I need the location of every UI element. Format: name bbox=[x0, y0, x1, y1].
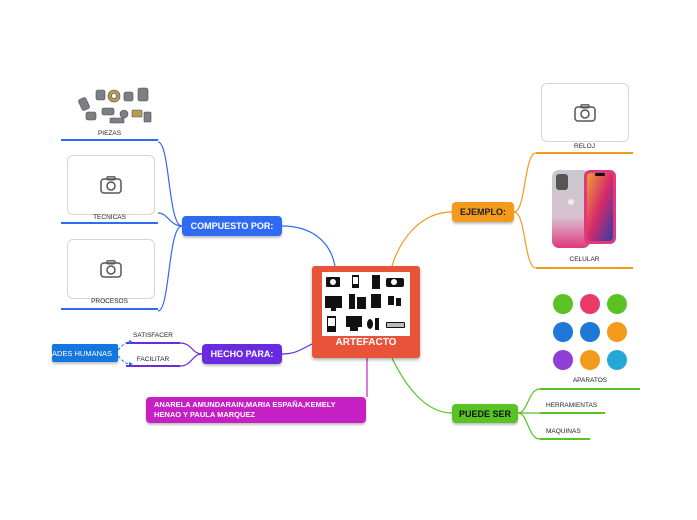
connector-satisfacer bbox=[179, 342, 203, 355]
image-placeholder-reloj bbox=[541, 83, 629, 142]
connector-aparatos bbox=[517, 388, 541, 414]
dashed-arrowhead-1 bbox=[129, 340, 133, 344]
connector-celular bbox=[513, 211, 537, 269]
camera-icon bbox=[100, 260, 122, 278]
topic-hecho-label: HECHO PARA: bbox=[210, 349, 274, 359]
dashed-link-facilitar bbox=[117, 355, 130, 365]
connector-hecho bbox=[281, 343, 313, 355]
camera-icon bbox=[574, 103, 596, 122]
appliance-icon-5 bbox=[580, 322, 600, 342]
leaf-tecnicas[interactable]: TECNICAS bbox=[93, 214, 126, 221]
topic-hecho[interactable]: HECHO PARA: bbox=[202, 344, 282, 364]
floating-topic-label: ADES HUMANAS bbox=[52, 348, 113, 358]
leaf-aparatos[interactable]: APARATOS bbox=[572, 377, 608, 384]
topic-compuesto-label: COMPUESTO POR: bbox=[190, 221, 274, 231]
leaf-maquinas[interactable]: MAQUINAS bbox=[546, 428, 581, 435]
leaf-herramientas[interactable]: HERRAMIENTAS bbox=[546, 402, 598, 409]
mechanical-parts-image bbox=[74, 84, 158, 130]
central-topic[interactable]: ARTEFACTO bbox=[312, 266, 420, 358]
connector-tecnicas bbox=[157, 212, 183, 227]
connector-facilitar bbox=[179, 353, 203, 367]
leaf-satisfacer[interactable]: SATISFACER bbox=[133, 332, 173, 339]
leaf-piezas[interactable]: PIEZAS bbox=[97, 130, 122, 137]
camera-icon bbox=[100, 176, 122, 194]
appliance-icon-7 bbox=[553, 350, 573, 370]
appliance-icon-2 bbox=[580, 294, 600, 314]
leaf-procesos[interactable]: PROCESOS bbox=[91, 298, 128, 305]
connector-piezas bbox=[157, 141, 183, 227]
smartphone-image bbox=[548, 168, 620, 250]
connector-puede bbox=[391, 357, 453, 414]
topic-ejemplo-label: EJEMPLO: bbox=[459, 207, 506, 217]
connector-ejemplo bbox=[391, 211, 453, 267]
appliance-icon-3 bbox=[607, 294, 627, 314]
appliance-icons-grid bbox=[549, 292, 633, 374]
appliance-icon-6 bbox=[607, 322, 627, 342]
appliance-icon-1 bbox=[553, 294, 573, 314]
appliance-icon-4 bbox=[553, 322, 573, 342]
authors-topic[interactable]: ANARELA AMUNDARAIN,MARIA ESPAÑA,KEMELY H… bbox=[146, 397, 366, 423]
floating-topic-necesidades[interactable]: ADES HUMANAS bbox=[52, 344, 118, 362]
topic-puede[interactable]: PUEDE SER bbox=[452, 404, 518, 423]
topic-ejemplo[interactable]: EJEMPLO: bbox=[452, 202, 514, 222]
connector-maquinas bbox=[517, 412, 541, 440]
image-placeholder-procesos bbox=[67, 239, 155, 299]
authors-label: ANARELA AMUNDARAIN,MARIA ESPAÑA,KEMELY H… bbox=[154, 400, 336, 419]
dashed-arrowhead-2 bbox=[129, 362, 133, 366]
electronic-devices-image bbox=[322, 272, 410, 336]
topic-compuesto[interactable]: COMPUESTO POR: bbox=[182, 216, 282, 236]
connector-compuesto bbox=[281, 225, 336, 267]
leaf-reloj[interactable]: RELOJ bbox=[574, 143, 595, 150]
leaf-celular[interactable]: CELULAR bbox=[569, 256, 600, 263]
topic-puede-label: PUEDE SER bbox=[458, 408, 511, 419]
connector-reloj bbox=[513, 152, 537, 213]
image-placeholder-tecnicas bbox=[67, 155, 155, 215]
dashed-link-satisfacer bbox=[117, 341, 130, 351]
leaf-facilitar[interactable]: FACILITAR bbox=[136, 356, 170, 363]
appliance-icon-9 bbox=[607, 350, 627, 370]
connector-procesos bbox=[157, 225, 183, 312]
appliance-icon-8 bbox=[580, 350, 600, 370]
central-title: ARTEFACTO bbox=[335, 337, 397, 348]
